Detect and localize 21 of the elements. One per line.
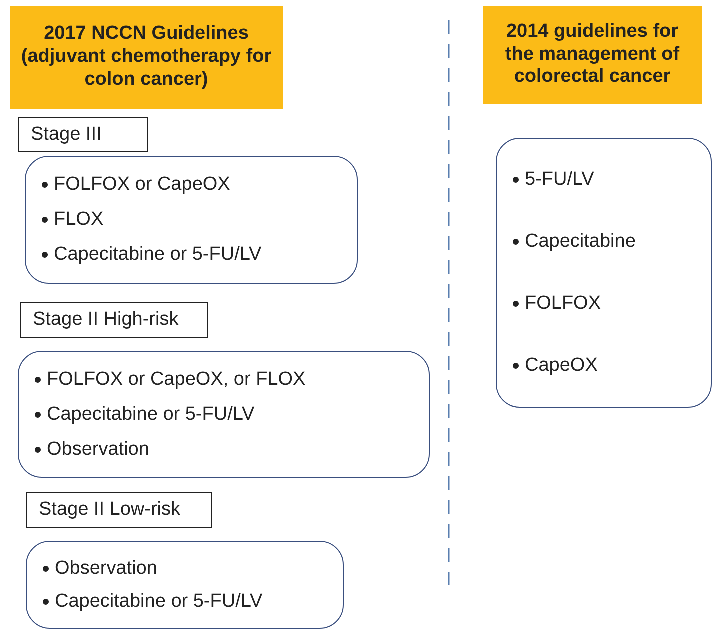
- guideline-header: 2017 NCCN Guidelines (adjuvant chemotherapy for colon cancer): [10, 6, 283, 109]
- regimen-text: CapeOX: [525, 355, 598, 377]
- regimen-text: FLOX: [54, 208, 104, 231]
- regimen-text: Capecitabine or 5-FU/LV: [54, 244, 262, 266]
- guideline-header: 2014 guidelines for the management of colorectal cancer: [483, 6, 702, 104]
- regimen-text: 5-FU/LV: [525, 169, 594, 191]
- regimen-list-box: [18, 351, 430, 478]
- stage-label: Stage III: [18, 117, 148, 152]
- regimen-text: FOLFOX: [525, 293, 602, 315]
- regimen-list-box: [496, 138, 712, 408]
- regimen-text: FOLFOX or CapeOX, or FLOX: [47, 368, 306, 390]
- stage-label: Stage II High-risk: [20, 302, 208, 338]
- regimen-list-box: [26, 541, 344, 629]
- regimen-text: FOLFOX or CapeOX: [54, 174, 230, 196]
- regimen-text: Capecitabine: [525, 231, 636, 253]
- regimen-list-box: [25, 156, 358, 284]
- regimen-text: Capecitabine or 5-FU/LV: [47, 404, 255, 426]
- regimen-text: Observation: [55, 558, 158, 580]
- regimen-text: Observation: [47, 438, 150, 460]
- regimen-text: Capecitabine or 5-FU/LV: [55, 590, 263, 612]
- stage-label: Stage II Low-risk: [26, 492, 212, 528]
